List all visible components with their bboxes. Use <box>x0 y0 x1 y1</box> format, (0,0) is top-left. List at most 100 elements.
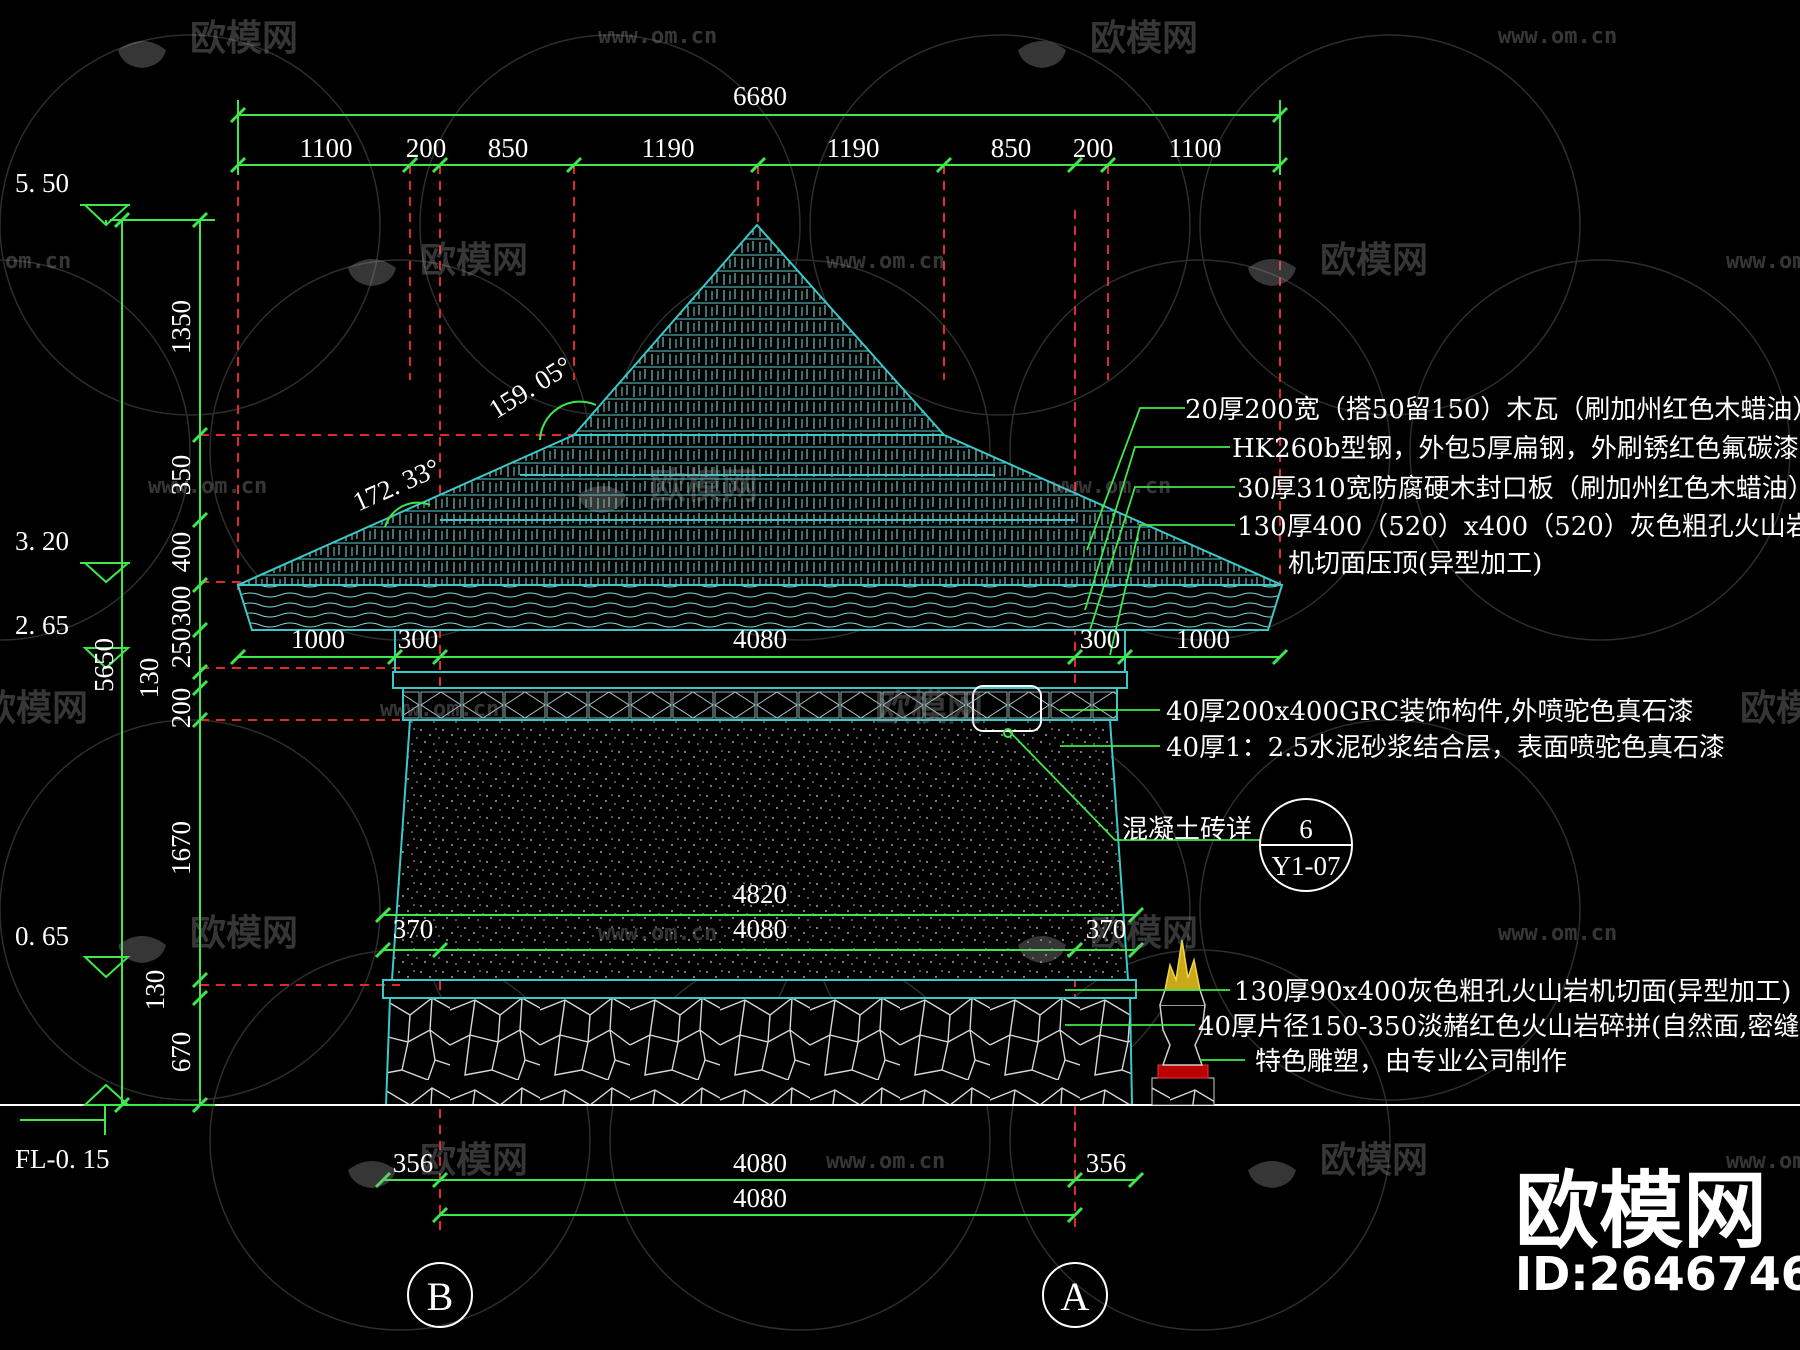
dimension-tick <box>191 211 209 229</box>
dim-top-seg: 1100 <box>1169 133 1222 163</box>
dimension-tick <box>1099 156 1117 174</box>
dimension-tick <box>191 971 209 989</box>
dim-left-seg: 300 <box>166 586 196 627</box>
watermark-logo-text: 欧模网 <box>190 18 298 59</box>
annotation-steel-beam: HK260b型钢，外包5厚扁钢，外刷锈红色氟碳漆 <box>1232 434 1799 464</box>
dim-bottom-seg: 356 <box>393 1148 434 1178</box>
watermark-url: www.om.cn <box>826 249 945 274</box>
elevation-texts: 5. 50 3. 20 2. 65 0. 65 FL-0. 15 <box>15 168 110 1174</box>
bottom-dimension-lines <box>374 1171 1145 1224</box>
plinth-cap <box>382 979 1137 999</box>
left-dimension-ticks <box>113 211 209 1114</box>
watermark-circles <box>0 34 1791 1331</box>
elevation-label: 0. 65 <box>15 921 69 951</box>
branding: 欧模网 ID:2646746 <box>1515 1162 1800 1301</box>
dim-left-seg: 400 <box>166 532 196 573</box>
dimension-tick <box>386 648 404 666</box>
brand-logo-text: 欧模网 <box>1515 1162 1767 1260</box>
dimension-tick <box>401 156 419 174</box>
dim-top-seg: 1190 <box>827 133 880 163</box>
watermark-logo-text: 欧模网 <box>0 688 88 729</box>
dimension-tick <box>229 106 247 124</box>
brand-id: ID:2646746 <box>1515 1247 1800 1301</box>
dim-body-width: 4820 <box>733 879 787 909</box>
roof-lower <box>237 434 1283 586</box>
detail-callout-texts: 混凝土砖详 6 Y1-07 <box>1122 814 1341 881</box>
elevation-label: 5. 50 <box>15 168 69 198</box>
detail-callout-number: 6 <box>1299 814 1313 844</box>
watermark-url: www.om.cn <box>380 697 499 722</box>
dimension-tick <box>229 648 247 666</box>
watermark-url: www.om.cn <box>1052 474 1171 499</box>
dimension-tick <box>749 156 767 174</box>
watermark-logo-text: 欧模网 <box>1320 240 1428 281</box>
annotation-coping-stone-line2: 机切面压顶(异型加工) <box>1288 549 1542 579</box>
annotation-sculpture: 特色雕塑，由专业公司制作 <box>1255 1047 1567 1077</box>
dimension-tick <box>191 989 209 1007</box>
watermark-url: www.om.cn <box>148 474 267 499</box>
detail-callout-sheet: Y1-07 <box>1272 851 1341 881</box>
dimension-tick <box>113 211 131 229</box>
roof-fascia <box>236 584 1284 631</box>
dim-left-seg: 1670 <box>166 821 196 875</box>
grid-axis-label: B <box>427 1274 454 1319</box>
dimension-tick <box>229 156 247 174</box>
dim-top-seg: 850 <box>488 133 529 163</box>
dimension-tick <box>431 156 449 174</box>
dim-top-seg: 200 <box>1073 133 1114 163</box>
dim-left-seg: 670 <box>166 1032 196 1073</box>
dim-left-seg: 1350 <box>166 300 196 354</box>
watermark-url: www.om.cn <box>598 24 717 49</box>
watermark-url: om.cn <box>5 249 71 274</box>
dimension-tick <box>191 511 209 529</box>
left-dimension-texts: 5650 1350 350 400 300 250 130 200 1670 1… <box>89 300 196 1072</box>
dim-bottom-seg: 356 <box>1086 1148 1127 1178</box>
dim-left-seg: 350 <box>166 455 196 496</box>
dimension-tick <box>565 156 583 174</box>
dim-body-seg: 370 <box>1086 914 1127 944</box>
watermark-url: www.om.cn <box>1498 921 1617 946</box>
dim-eave-seg: 4080 <box>733 624 787 654</box>
sculpture <box>1151 939 1215 1106</box>
watermark-url: www.om.cn <box>1498 24 1617 49</box>
eave-dimension-ticks <box>229 648 1289 666</box>
top-dimension-ticks <box>229 106 1289 174</box>
leader-lines <box>1007 407 1260 1061</box>
watermark-url: www.om.cn <box>826 1149 945 1174</box>
grid-axis-labels: B A <box>427 1274 1090 1319</box>
dimension-tick <box>191 663 209 681</box>
dim-body-seg: 370 <box>393 914 434 944</box>
annotation-stone-base: 40厚片径150-350淡赭红色火山岩碎拼(自然面,密缝) <box>1198 1012 1800 1042</box>
watermark-logo-text: 欧模网 <box>420 240 528 281</box>
dim-top-seg: 1190 <box>642 133 695 163</box>
bottom-dimension-texts: 356 4080 356 4080 <box>393 1148 1127 1213</box>
dimension-tick <box>431 648 449 666</box>
elevation-markers <box>20 204 131 1135</box>
watermarks: 欧模网 www.om.cn 欧模网 www.om.cn om.cn 欧模网 ww… <box>0 18 1800 1181</box>
watermark-url: www.om.cn <box>1726 1149 1800 1174</box>
grid-axis-bubbles <box>407 1262 1108 1328</box>
watermark-logo-text: 欧模网 <box>190 913 298 954</box>
dimension-tick <box>191 621 209 639</box>
grid-axis-label: A <box>1061 1274 1090 1319</box>
detail-callout <box>972 685 1353 892</box>
dim-left-seg: 130 <box>134 658 164 699</box>
watermark-logo-text: 欧模网 <box>1090 18 1198 59</box>
dim-body-seg: 4080 <box>733 914 787 944</box>
watermark-logo-text: 欧模网 <box>1740 688 1800 729</box>
elevation-label: 3. 20 <box>15 526 69 556</box>
annotation-fascia-board: 30厚310宽防腐硬木封口板（刷加州红色木蜡油） <box>1237 474 1800 504</box>
dimension-tick <box>1066 648 1084 666</box>
watermark-url: www.om.cn <box>1726 249 1800 274</box>
dim-top-seg: 200 <box>406 133 447 163</box>
top-dimension-texts: 6680 1100 200 850 1190 1190 850 200 1100 <box>300 81 1222 163</box>
body-dimension-texts: 4820 370 4080 370 <box>393 879 1127 944</box>
dimension-tick <box>1271 156 1289 174</box>
dimension-tick <box>191 1096 209 1114</box>
annotation-wood-shingle: 20厚200宽（搭50留150）木瓦（刷加州红色木蜡油） <box>1185 395 1800 425</box>
watermark-logo-text: 欧模网 <box>875 688 983 729</box>
dimension-tick <box>1066 156 1084 174</box>
angle-label: 159. 05° <box>483 350 577 424</box>
eave-dimension-texts: 1000 300 4080 300 1000 <box>291 624 1230 654</box>
